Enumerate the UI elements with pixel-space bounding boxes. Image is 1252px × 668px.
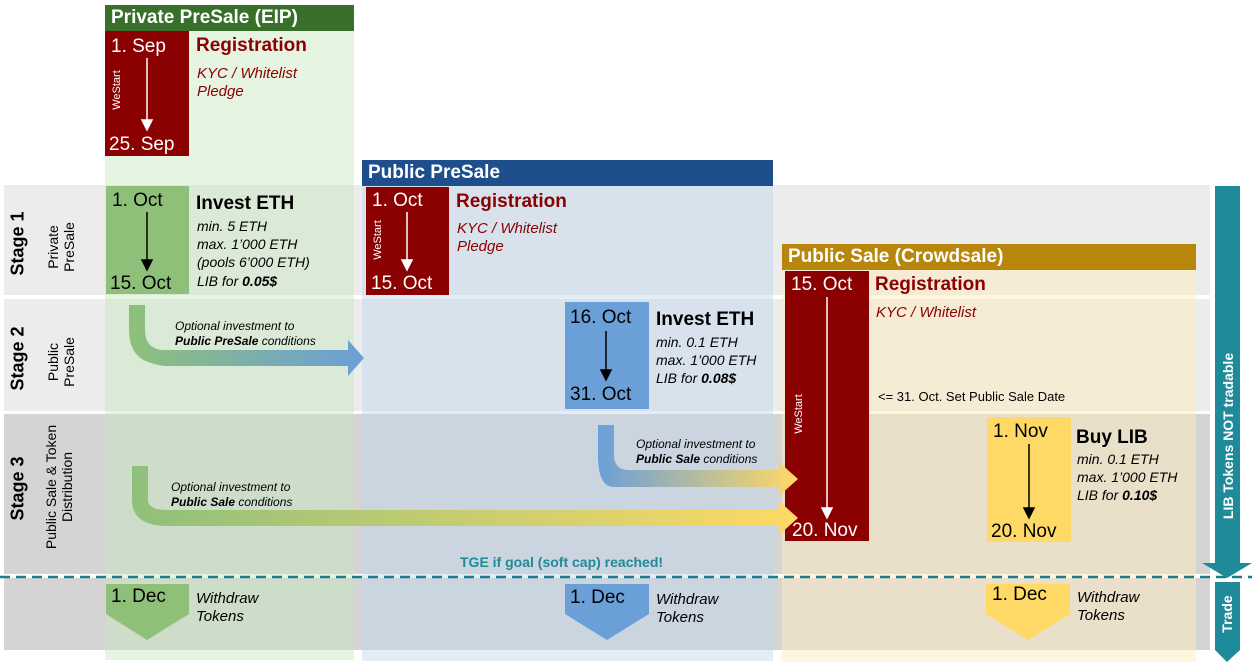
pubsale-buy-title: Buy LIB [1076,427,1148,448]
pubsale-date-note: <= 31. Oct. Set Public Sale Date [878,389,1066,404]
pubpre-invest-price: LIB for 0.08$ [656,370,737,386]
pubpre-withdraw-line1: Withdraw [656,591,719,608]
pubsale-withdraw-line2: Tokens [1077,607,1125,624]
pubpre-invest-line2: max. 1’000 ETH [656,352,757,368]
pubsale-reg-end: 20. Nov [792,520,858,541]
pubpre-reg-line2: Pledge [457,238,504,255]
private-reg-title: Registration [196,35,307,56]
not-tradable-label: LIB Tokens NOT tradable [1220,352,1236,520]
pubsale-reg-timeline [820,297,834,520]
pubpre-invest-title: Invest ETH [656,309,755,330]
private-invest-end: 15. Oct [110,273,172,294]
private-reg-start: 1. Sep [111,36,166,57]
pubsale-buy-start: 1. Nov [993,421,1048,442]
private-invest-price: LIB for 0.05$ [197,273,278,289]
private-reg-end: 25. Sep [109,134,175,155]
pubpre-reg-timeline [400,212,414,272]
pubsale-withdraw-date: 1. Dec [992,584,1047,605]
private-invest-line3: (pools 6’000 ETH) [197,254,310,270]
pubsale-reg-line1: KYC / Whitelist [876,304,977,321]
private-invest-line2: max. 1’000 ETH [197,236,298,252]
pubpre-invest-line1: min. 0.1 ETH [656,334,738,350]
pubpre-invest-timeline [599,331,613,382]
private-presale-header: Private PreSale (EIP) [105,5,354,31]
private-withdraw-date: 1. Dec [111,586,166,607]
pubsale-reg-title: Registration [875,274,986,295]
public-presale-header: Public PreSale [362,160,773,186]
private-invest-start: 1. Oct [112,190,163,211]
pubsale-withdraw-line1: Withdraw [1077,589,1140,606]
pubsale-buy-line1: min. 0.1 ETH [1077,451,1159,467]
pubpre-invest-start: 16. Oct [570,307,632,328]
arrow-private-to-pubpre [129,305,364,376]
pubpre-reg-title: Registration [456,191,567,212]
pubsale-buy-timeline [1022,444,1036,520]
private-withdraw-shape [106,584,189,640]
private-reg-timeline [140,58,154,132]
pubpre-invest-end: 31. Oct [570,384,632,405]
trade-label: Trade [1219,595,1235,633]
pubpre-invest-box [565,302,649,409]
pubpre-withdraw-shape [565,584,649,640]
pubpre-reg-end: 15. Oct [371,273,433,294]
arrow-pubpre-to-pubsale [598,425,798,495]
trade-bar [1215,582,1240,662]
tge-label: TGE if goal (soft cap) reached! [460,554,664,570]
pubpre-reg-start: 1. Oct [372,190,423,211]
pubsale-buy-end: 20. Nov [991,521,1057,542]
private-invest-timeline [140,212,154,272]
private-reg-line2: Pledge [197,83,244,100]
private-reg-line1: KYC / Whitelist [197,65,298,82]
pubsale-reg-start: 15. Oct [791,274,853,295]
pubpre-withdraw-line2: Tokens [656,609,704,626]
pubpre-withdraw-date: 1. Dec [570,587,625,608]
pubsale-withdraw-shape [986,584,1070,640]
private-invest-line1: min. 5 ETH [197,218,268,234]
not-tradable-bar [1202,186,1252,578]
private-withdraw-line1: Withdraw [196,590,259,607]
pubsale-buy-line2: max. 1’000 ETH [1077,469,1178,485]
private-withdraw-line2: Tokens [196,608,244,625]
pubpre-reg-line1: KYC / Whitelist [457,220,558,237]
private-invest-title: Invest ETH [196,193,295,214]
public-sale-header: Public Sale (Crowdsale) [782,244,1196,270]
pubsale-buy-price: LIB for 0.10$ [1077,487,1158,503]
arrow-private-to-pubsale [132,466,798,534]
